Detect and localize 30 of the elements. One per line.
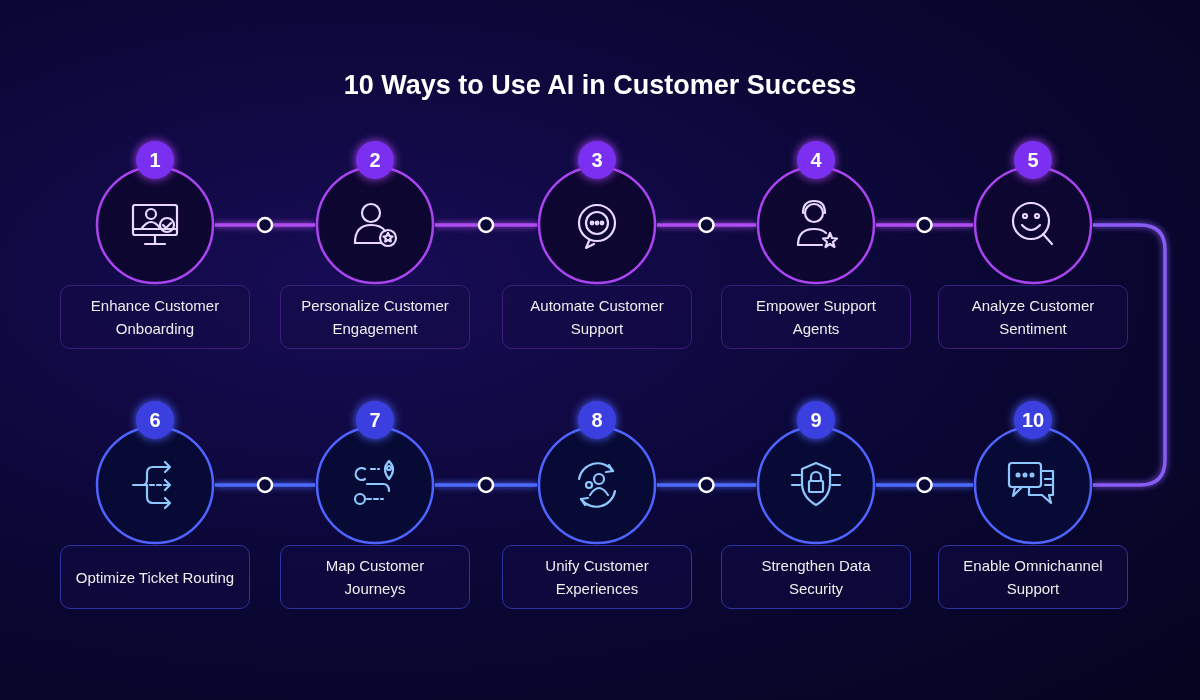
step-label: Enable Omnichannel Support <box>938 545 1128 609</box>
step-number: 6 <box>136 401 174 439</box>
step-label: Unify Customer Experiences <box>502 545 692 609</box>
step-label: Personalize Customer Engagement <box>280 285 470 349</box>
step-number: 10 <box>1014 401 1052 439</box>
step-number: 4 <box>797 141 835 179</box>
step-number: 2 <box>356 141 394 179</box>
connector-line <box>215 483 315 487</box>
connector-line <box>215 223 315 227</box>
step-label: Empower Support Agents <box>721 285 911 349</box>
step-number: 5 <box>1014 141 1052 179</box>
connector-line <box>876 483 973 487</box>
step-number: 7 <box>356 401 394 439</box>
step-number: 8 <box>578 401 616 439</box>
step-label: Strengthen Data Security <box>721 545 911 609</box>
connector-line <box>876 223 973 227</box>
step-label: Enhance Customer Onboarding <box>60 285 250 349</box>
connector-line <box>435 223 537 227</box>
step-label: Map Customer Journeys <box>280 545 470 609</box>
step-label: Automate Customer Support <box>502 285 692 349</box>
connector-line <box>657 223 756 227</box>
connector-line <box>1093 223 1167 487</box>
step-number: 9 <box>797 401 835 439</box>
connector-line <box>657 483 756 487</box>
step-label: Analyze Customer Sentiment <box>938 285 1128 349</box>
step-label: Optimize Ticket Routing <box>60 545 250 609</box>
step-number: 1 <box>136 141 174 179</box>
title: 10 Ways to Use AI in Customer Success <box>342 70 858 101</box>
connector-line <box>435 483 537 487</box>
step-number: 3 <box>578 141 616 179</box>
